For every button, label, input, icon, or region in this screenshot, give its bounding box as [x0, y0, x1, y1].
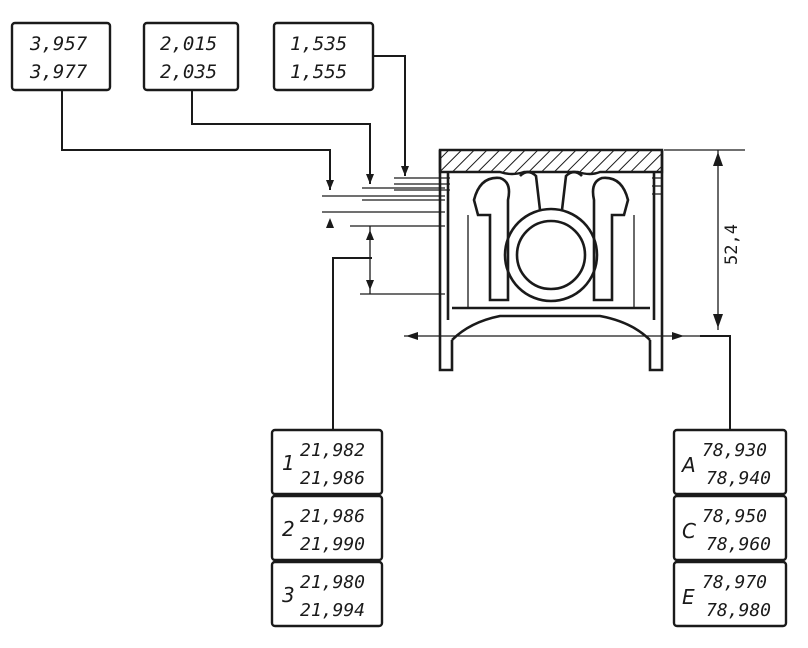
pin-bore-group-3-class: 3	[282, 583, 295, 607]
piston-diameter-class-a-min: 78,930	[702, 440, 767, 461]
pin-bore-group-2-class: 2	[282, 517, 295, 541]
ring-groove-box-1: 3,957 3,977	[10, 21, 112, 92]
ring-groove-1-max: 3,977	[29, 61, 88, 83]
pin-bore-group-3-max: 21,994	[300, 600, 365, 621]
pin-bore-group-1: 1 21,982 21,986	[270, 428, 384, 496]
piston-diameter-class-a: A 78,930 78,940	[672, 428, 788, 496]
leader-lines-top	[61, 55, 409, 228]
ring-groove-box-2: 2,015 2,035	[142, 21, 240, 92]
piston-diameter-class-e-label: E	[682, 585, 695, 609]
piston-diameter-class-a-max: 78,940	[706, 468, 771, 489]
pin-bore-group-2-min: 21,986	[300, 506, 365, 527]
piston-diameter-class-e-min: 78,970	[702, 572, 767, 593]
piston-diameter-class-c: C 78,950 78,960	[672, 494, 788, 562]
piston-drawing	[438, 148, 664, 372]
pin-bore-group-2-max: 21,990	[300, 534, 365, 555]
ring-groove-2-max: 2,035	[160, 61, 217, 83]
ring-groove-3-max: 1,555	[290, 61, 347, 83]
piston-diameter-class-e-max: 78,980	[706, 600, 771, 621]
ring-groove-box-3: 1,535 1,555	[272, 21, 375, 92]
pin-bore-group-1-class: 1	[282, 451, 295, 475]
piston-diameter-class-c-max: 78,960	[706, 534, 771, 555]
diameter-dimension	[404, 332, 731, 430]
height-dimension: 52,4	[664, 149, 745, 330]
pin-bore-group-3-min: 21,980	[300, 572, 365, 593]
pin-bore-group-1-min: 21,982	[300, 440, 365, 461]
pin-bore-group-1-max: 21,986	[300, 468, 365, 489]
piston-diameter-class-e: E 78,970 78,980	[672, 560, 788, 628]
height-dimension-value: 52,4	[722, 224, 742, 265]
ring-groove-extension-lines	[322, 177, 450, 295]
piston-diameter-class-c-label: C	[682, 519, 696, 543]
pin-bore-group-2: 2 21,986 21,990	[270, 494, 384, 562]
pin-bore-group-3: 3 21,980 21,994	[270, 560, 384, 628]
pin-bore-dimension	[332, 226, 374, 430]
ring-groove-3-min: 1,535	[290, 33, 347, 55]
piston-diameter-class-a-label: A	[680, 453, 696, 477]
ring-groove-2-min: 2,015	[160, 33, 217, 55]
ring-groove-1-min: 3,957	[29, 33, 88, 55]
piston-diameter-class-c-min: 78,950	[702, 506, 767, 527]
